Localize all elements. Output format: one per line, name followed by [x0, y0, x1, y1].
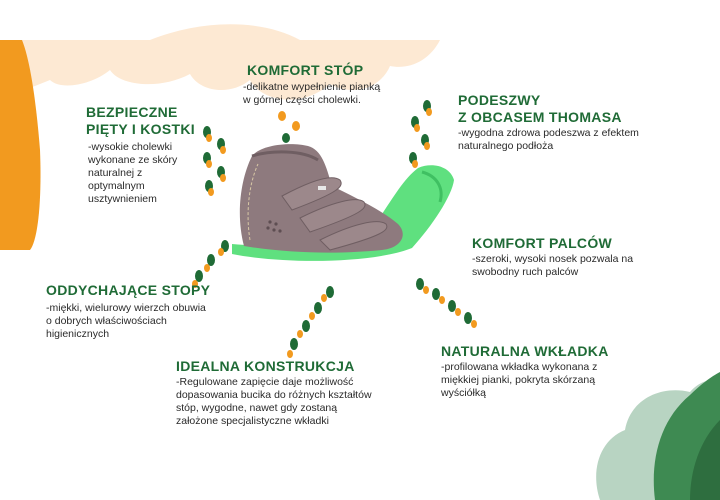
- shoe-collar: [251, 150, 319, 162]
- brand-tag: [318, 186, 326, 190]
- idealna-desc: -Regulowane zapięcie daje możliwość dopa…: [176, 376, 372, 427]
- bezpieczne-title-line2: PIĘTY I KOSTKI: [86, 121, 195, 137]
- peach-cloud-shape: [0, 40, 440, 100]
- naturalna-title: NATURALNA WKŁADKA: [441, 343, 609, 359]
- naturalna-desc: -profilowana wkładka wykonana z miękkiej…: [441, 361, 598, 399]
- footprint-trail-icon: [287, 286, 334, 358]
- dark-green-corner: [690, 420, 720, 500]
- komfort-stop-desc: -delikatne wypełnienie pianką w górnej c…: [243, 81, 381, 106]
- podeszwy-title-line2: Z OBCASEM THOMASA: [458, 109, 622, 125]
- perforations: [266, 220, 282, 233]
- orthopedic-sandal-image: [232, 144, 454, 261]
- footprint-trail-icon: [278, 111, 300, 143]
- footprint-trail-icon: [416, 278, 477, 328]
- idealna-title: IDEALNA KONSTRUKCJA: [176, 358, 355, 374]
- podeszwy-desc: -wygodna zdrowa podeszwa z efektem natur…: [458, 127, 639, 152]
- strap-1: [281, 177, 342, 211]
- footprint-trail-icon: [192, 240, 229, 288]
- strap-2: [299, 199, 366, 233]
- oddychajace-title: ODDYCHAJĄCE STOPY: [46, 282, 211, 298]
- footprint-trail-icon: [203, 126, 226, 196]
- komfort-palcow-desc: -szeroki, wysoki nosek pozwala na swobod…: [472, 253, 634, 278]
- sole-tread: [421, 170, 443, 203]
- footprint-trail-icon: [409, 100, 432, 168]
- podeszwy-title-line1: PODESZWY: [458, 92, 541, 108]
- orange-side-shape: [0, 40, 41, 250]
- bezpieczne-title-line1: BEZPIECZNE: [86, 104, 178, 120]
- stitching: [247, 163, 259, 241]
- bezpieczne-desc: -wysokie cholewki wykonane ze skóry natu…: [88, 141, 178, 205]
- oddychajace-desc: -miękki, wielurowy wierzch obuwia o dobr…: [46, 302, 206, 340]
- strap-3: [319, 221, 388, 251]
- peach-cloud-top: [150, 24, 300, 40]
- komfort-stop-title: KOMFORT STÓP: [247, 62, 364, 78]
- komfort-palcow-title: KOMFORT PALCÓW: [472, 235, 613, 251]
